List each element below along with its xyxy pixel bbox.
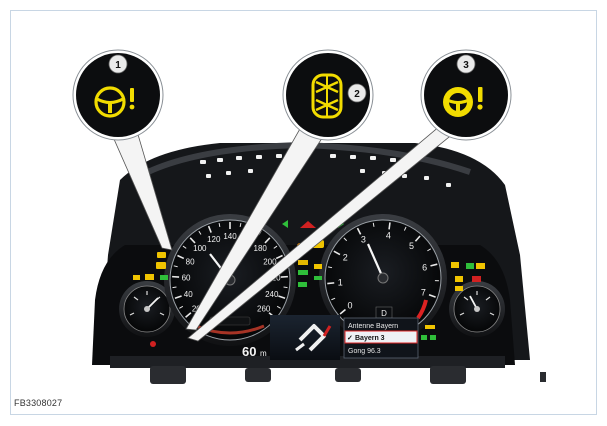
radio-menu-selected-label: Bayern 3	[355, 335, 385, 342]
dial-tick	[331, 297, 336, 301]
dial-tick	[207, 225, 212, 233]
dial-label: 0	[348, 301, 353, 311]
callout-1: 1	[72, 49, 164, 141]
left-auxiliary-gauge	[119, 281, 175, 337]
dial-tick	[388, 222, 391, 230]
dial-tick	[430, 263, 438, 267]
radio-menu-check-icon: ✓	[347, 335, 353, 342]
dial-tick	[275, 254, 283, 260]
dial-tick	[179, 305, 184, 309]
dial-tick	[174, 295, 182, 300]
callout-2-number: 2	[354, 89, 360, 100]
dial-tick	[189, 237, 196, 244]
right-warning-lights	[421, 262, 485, 340]
dial-label: 120	[207, 235, 221, 244]
dial-label: 260	[257, 304, 271, 313]
radio-menu-next-label: Gong 96.3	[348, 348, 381, 355]
callout-2: 2	[282, 49, 374, 141]
dial-label: 20	[192, 304, 201, 313]
dial-label: 100	[193, 244, 207, 253]
dial-tick	[427, 248, 432, 252]
dial-tick	[182, 245, 187, 249]
dial-label: 80	[186, 257, 195, 266]
gear-indicator: D	[381, 309, 387, 318]
dial-label: 40	[184, 290, 193, 299]
dial-label: 3	[361, 235, 366, 245]
dial-label: 1	[338, 277, 343, 287]
dial-label: 140	[223, 232, 237, 241]
dial-tick	[333, 250, 341, 256]
dial-tick	[264, 237, 271, 244]
dial-tick	[372, 222, 375, 227]
nav-distance-unit: m	[260, 349, 267, 358]
dial-tick	[276, 305, 281, 309]
dial-tick	[356, 227, 362, 235]
dial-label: 200	[263, 257, 277, 266]
callout-1-number: 1	[115, 60, 121, 71]
radio-menu	[343, 317, 419, 359]
callout-3-number: 3	[463, 60, 469, 71]
dial-label: 5	[409, 241, 414, 251]
callout-leader-lines	[105, 119, 472, 342]
dial-tick	[173, 265, 178, 268]
dial-tick	[414, 235, 421, 242]
dial-label: 2	[343, 252, 348, 262]
dial-tick	[283, 286, 288, 289]
radio-menu-header: Antenne Bayern	[348, 323, 398, 330]
dial-tick	[239, 222, 242, 228]
dial-tick	[172, 286, 177, 289]
dial-tick	[327, 282, 335, 285]
tachometer: 0 1 2 3 4 5 6 7 D	[319, 214, 447, 342]
snow-chain-tire-icon	[311, 73, 343, 119]
rpm-needle	[366, 243, 385, 279]
dial-label: 6	[422, 262, 427, 272]
dial-tick	[273, 245, 278, 249]
dial-label: 240	[265, 290, 279, 299]
dial-label: 7	[421, 288, 426, 298]
dial-tick	[403, 226, 407, 231]
figure-code: FB3308027	[14, 398, 63, 408]
dial-tick	[198, 230, 202, 235]
dial-label: 180	[254, 244, 268, 253]
radio-menu-selected-row[interactable]	[344, 330, 418, 344]
left-warning-lights	[133, 252, 168, 347]
dial-tick	[218, 222, 221, 228]
dial-tick	[177, 254, 185, 260]
dial-tick	[428, 294, 436, 298]
dial-tick	[339, 308, 346, 315]
callout-3: 3	[420, 49, 512, 141]
dial-tick	[328, 266, 333, 269]
dial-label: 60	[182, 273, 191, 282]
dial-tick	[278, 295, 286, 300]
navigation-display	[270, 315, 340, 360]
steering-warning-icon	[94, 86, 135, 118]
dial-label: 4	[386, 230, 391, 240]
right-auxiliary-gauge	[449, 281, 505, 337]
dial-tick	[343, 237, 348, 242]
nav-distance-value: 60	[242, 344, 256, 359]
dial-tick	[185, 312, 192, 318]
steering-warning-icon	[443, 87, 483, 117]
